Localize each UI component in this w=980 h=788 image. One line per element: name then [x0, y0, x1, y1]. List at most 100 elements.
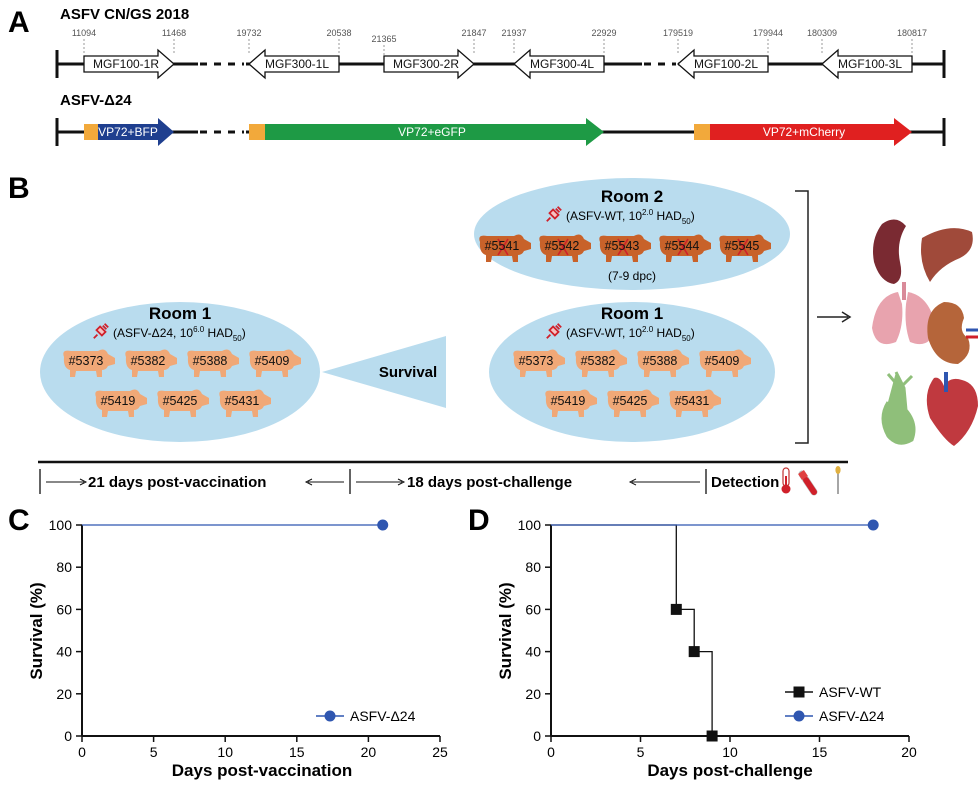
survival-arrow-label: Survival: [379, 364, 437, 381]
pig-id-label: #5388: [643, 354, 678, 368]
panel-b: B Room 2 (ASFV-WT, 102.0 HAD50) #5541#55…: [8, 172, 978, 496]
legend-label: ASFV-WT: [819, 684, 882, 700]
coord-10: 179944: [753, 28, 783, 38]
gene-arrow-mgf300-4l: [513, 48, 605, 80]
pig-id-label: #5409: [255, 354, 290, 368]
y-tick-label: 80: [525, 559, 541, 575]
timeline-challenge-label: 18 days post-challenge: [407, 474, 572, 491]
pig: #5542: [539, 234, 591, 262]
pig: #5543: [599, 234, 651, 262]
cassette-mcherry-label: VP72+mCherry: [763, 125, 845, 139]
y-tick-label: 40: [56, 644, 72, 660]
heart-icon: [926, 377, 978, 446]
wt-genome-map: 11094 11468 19732 20538 21365 21847 2193…: [55, 28, 946, 80]
pig-id-label: #5388: [193, 354, 228, 368]
room2-pigs: #5541 #5542 #5543 #5544 #5545: [479, 234, 771, 262]
panel-b-label: B: [8, 172, 30, 205]
pig: #5373: [63, 349, 115, 377]
pig-id-label: #5543: [605, 239, 640, 253]
coord-6: 21847: [461, 28, 486, 38]
pig: #5544: [659, 234, 711, 262]
legend-label: ASFV-Δ24: [819, 708, 885, 724]
d-x-axis-label: Days post-challenge: [647, 761, 812, 780]
gene-arrow-mgf100-3l: [821, 48, 913, 80]
panel-d-label: D: [468, 504, 490, 537]
y-tick-label: 40: [525, 644, 541, 660]
x-tick-label: 25: [432, 744, 448, 760]
y-tick-label: 20: [56, 686, 72, 702]
room1-chal-ellipse: [489, 302, 775, 442]
liver-icon: [921, 228, 973, 282]
cassette-bfp-arrow: [98, 118, 174, 146]
timeline: 21 days post-vaccination 18 days post-ch…: [38, 460, 848, 496]
coord-2: 11468: [162, 28, 186, 38]
coord-12: 180817: [897, 28, 927, 38]
coord-11: 180309: [807, 28, 837, 38]
kidney-icon: [927, 302, 970, 364]
pig-id-label: #5419: [551, 394, 586, 408]
pig-id-label: #5544: [665, 239, 700, 253]
death-mark-icon: [497, 238, 509, 256]
coord-8: 22929: [591, 28, 616, 38]
coord-5: 21365: [371, 34, 396, 44]
pig: #5409: [249, 349, 301, 377]
pig: #5425: [157, 389, 209, 417]
pig-id-label: #5409: [705, 354, 740, 368]
wt-genome-title: ASFV CN/GS 2018: [60, 6, 189, 23]
d-y-axis-label: Survival (%): [496, 582, 515, 679]
pig: #5545: [719, 234, 771, 262]
pig: #5431: [219, 389, 271, 417]
pig-id-label: #5425: [163, 394, 198, 408]
pig-id-label: #5545: [725, 239, 760, 253]
collection-bracket: [795, 190, 809, 444]
timeline-detection-label: Detection: [711, 474, 779, 491]
gene-arrow-mgf100-1r: [83, 48, 175, 80]
room1-vax-subtitle: (ASFV-Δ24, 106.0 HAD50): [113, 325, 246, 343]
data-point: [670, 603, 682, 615]
x-tick-label: 10: [722, 744, 738, 760]
pig: #5425: [607, 389, 659, 417]
y-tick-label: 20: [525, 686, 541, 702]
x-tick-label: 5: [150, 744, 158, 760]
data-point: [706, 730, 718, 742]
pig: #5388: [637, 349, 689, 377]
legend-marker: [324, 710, 336, 722]
death-mark-icon: [677, 238, 689, 256]
promoter-block: [249, 124, 265, 140]
x-tick-label: 0: [78, 744, 86, 760]
x-tick-label: 15: [812, 744, 828, 760]
legend-marker: [793, 710, 805, 722]
pig: #5541: [479, 234, 531, 262]
room1-chal-title: Room 1: [601, 304, 663, 323]
spleen-icon: [873, 219, 906, 284]
coord-3: 19732: [236, 28, 261, 38]
x-tick-label: 5: [637, 744, 645, 760]
panel-a-label: A: [8, 6, 30, 39]
swab-icon: [835, 466, 841, 494]
pig-id-label: #5431: [225, 394, 260, 408]
death-mark-icon: [557, 238, 569, 256]
gene-label: MGF300-1L: [265, 57, 329, 71]
pig-id-label: #5542: [545, 239, 580, 253]
room2-subtitle: (ASFV-WT, 102.0 HAD50): [566, 208, 695, 226]
c-x-axis-label: Days post-vaccination: [172, 761, 352, 780]
legend-label: ASFV-Δ24: [350, 708, 416, 724]
coord-4: 20538: [326, 28, 351, 38]
panel-c-label: C: [8, 504, 30, 537]
death-mark-icon: [737, 238, 749, 256]
cassette-egfp-label: VP72+eGFP: [398, 125, 466, 139]
gene-label: MGF100-2L: [694, 57, 758, 71]
pig-id-label: #5541: [485, 239, 520, 253]
promoter-block: [694, 124, 710, 140]
room2-ellipse: [474, 178, 790, 290]
y-tick-label: 100: [518, 517, 542, 533]
pig-id-label: #5373: [69, 354, 104, 368]
gene-label: MGF300-4L: [530, 57, 594, 71]
gene-label: MGF300-2R: [393, 57, 459, 71]
legend-marker: [793, 686, 805, 698]
timeline-vaccination-label: 21 days post-vaccination: [88, 474, 266, 491]
organs-group: [872, 219, 978, 446]
cassette-mcherry-arrow: [710, 118, 912, 146]
